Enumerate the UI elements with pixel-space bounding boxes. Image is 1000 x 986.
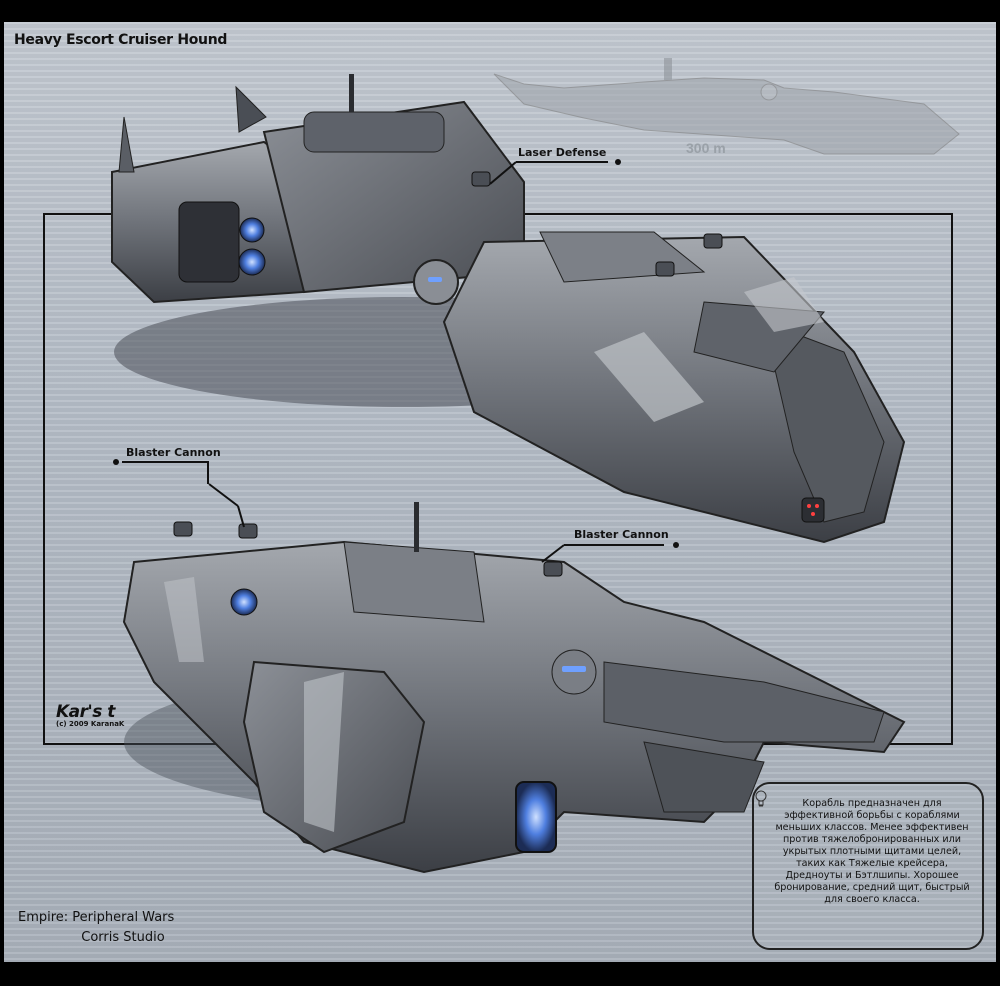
callout-laser-defense: Laser Defense: [518, 146, 607, 159]
callout-dot-laser: [615, 159, 621, 165]
callout-dot-blaster-left: [113, 459, 119, 465]
ship-illustrations: [43, 58, 960, 874]
callout-blaster-cannon-left: Blaster Cannon: [126, 446, 221, 459]
artist-signature: Kar's t (c) 2009 KaranaK: [56, 702, 124, 728]
scale-label: 300 m: [686, 140, 726, 156]
callout-blaster-cannon-right: Blaster Cannon: [574, 528, 669, 541]
credits-studio: Corris Studio: [81, 930, 165, 945]
callout-dot-blaster-right: [673, 542, 679, 548]
description-text: Корабль предназначен для эффективной бор…: [774, 798, 970, 905]
lightbulb-icon: [755, 790, 767, 807]
artwork-canvas: Heavy Escort Cruiser Hound 300 m Laser D…: [4, 22, 996, 962]
callout-line-blaster-left: [122, 461, 209, 484]
artwork-title: Heavy Escort Cruiser Hound: [14, 32, 228, 48]
signature-copyright: (c) 2009 KaranaK: [56, 720, 125, 728]
credits-game: Empire: Peripheral Wars: [18, 910, 175, 925]
description-box: Корабль предназначен для эффективной бор…: [752, 782, 984, 950]
bottom-ship-view: [122, 502, 906, 874]
signature-mark: Kar's t: [56, 702, 115, 722]
credits: Empire: Peripheral Wars Corris Studio: [18, 908, 198, 948]
top-ship-view: [111, 74, 906, 544]
scale-ship-silhouette: [493, 58, 960, 155]
callout-lines: [208, 161, 664, 563]
